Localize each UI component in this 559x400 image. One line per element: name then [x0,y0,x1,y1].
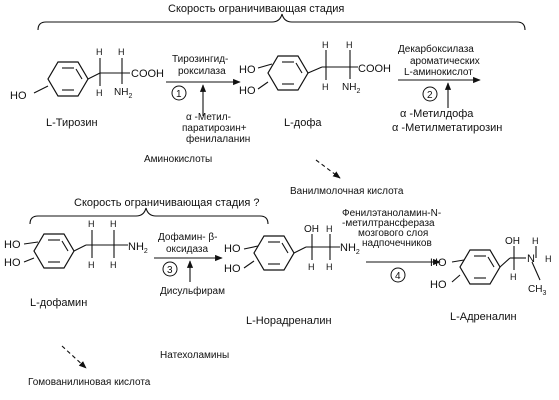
dopa-h1: H [322,40,329,50]
inhibitor2-line2: α -Метилметатирозин [392,122,502,134]
group-label-amino-acids: Аминокислоты [144,154,212,165]
adrenaline-label: L-Адреналин [450,311,517,323]
noradrenaline-h2: H [308,262,315,272]
tyrosine-h2: H [96,88,103,98]
dopa-cooh: COOH [358,63,391,75]
enzyme1-line2: роксилаза [178,66,226,77]
enzyme4-line1: Фенилэтаноламин-N- [342,208,441,219]
hva-arrow [61,345,87,369]
noradrenaline-oh: OH [304,224,319,235]
adrenaline-ch3: CH3 [528,284,546,297]
enzyme4-line2: -метилтрансфераза [342,217,435,229]
tyrosine-molecule [33,58,130,97]
tyrosine-h1: H [96,47,103,57]
step1-number: 1 [176,89,182,100]
adrenaline-h3: H [545,254,552,264]
dopamine-h3: H [110,219,117,229]
tyrosine-h3: H [118,47,125,57]
vma-arrow [315,159,341,179]
dopamine-h1: H [88,219,95,229]
enzyme4-line3: мозгового слоя [358,228,428,239]
dopa-label: L-дофа [284,117,322,129]
enzyme3-line2: оксидаза [166,244,209,255]
noradrenaline-molecule [243,234,340,271]
step2-circle [422,86,438,102]
tyrosine-label: L-Тирозин [46,117,98,129]
step2-number: 2 [427,90,433,101]
enzyme1-line1: Тирозингид- [172,54,228,65]
noradrenaline-label: L-Норадреналин [246,315,332,327]
middle-brace [29,207,269,225]
dopa-h2: H [322,82,329,92]
dopamine-h2: H [88,260,95,270]
adrenaline-h1: H [532,236,539,246]
step4-circle [390,267,406,283]
dopa-nh2: NH2 [342,82,360,95]
tyrosine-ho: HO [10,90,27,102]
dopamine-h4: H [110,260,117,270]
group-label-catecholamines: Натехоламины [160,350,229,361]
brace-label-top: Скорость ограничивающая стадия [168,3,344,15]
enzyme4-line4: надпочечников [362,238,432,249]
dopa-ho1: HO [239,64,256,76]
dopamine-label: L-дофамин [30,297,87,309]
metabolite-vanillylmandelic: Ванилмолочная кислота [290,186,404,197]
adrenaline-n: N [527,253,535,265]
adrenaline-h2: H [510,272,517,282]
tyrosine-nh2: NH2 [114,87,132,100]
dopamine-ho1: HO [4,239,21,251]
noradrenaline-nh2: NH2 [340,242,360,256]
step3-number: 3 [167,265,173,276]
inhibitor1-line1: α -Метил- [186,112,231,123]
step3-circle [162,261,178,277]
tyrosine-cooh: COOH [131,68,164,80]
noradrenaline-ho1: HO [224,243,241,255]
enzyme2-line1: Декарбоксилаза [398,43,474,55]
dopamine-nh2: NH2 [128,241,148,255]
enzyme2-line3: L-аминокислот [404,67,473,78]
step4-number: 4 [395,271,401,282]
inhibitor1-line3: фенилаланин [186,133,250,145]
noradrenaline-ho2: HO [224,263,241,275]
dopa-h3: H [346,40,353,50]
inhibitor3-label: Дисульфирам [160,285,225,297]
inhibitor2-line1: α -Метилдофа [400,108,474,120]
adrenaline-molecule [451,246,541,285]
metabolite-homovanillic: Гомованилиновая кислота [28,377,151,388]
brace-label-middle: Скорость ограничивающая стадия ? [74,197,260,209]
step1-circle [171,85,187,101]
dopamine-ho2: HO [4,257,21,269]
dopamine-molecule [23,230,128,269]
adrenaline-oh: OH [505,236,520,247]
inhibitor1-line2: паратирозин+ [182,123,247,134]
adrenaline-ho2: HO [430,279,447,291]
noradrenaline-h3: H [326,262,333,272]
adrenaline-ho1: HO [430,257,447,269]
top-brace [37,13,526,31]
enzyme3-line1: Дофамин- β- [158,231,217,243]
dopa-ho2: HO [239,85,256,97]
enzyme2-line2: ароматических [410,56,480,67]
dopa-molecule [257,50,358,91]
noradrenaline-h1: H [326,224,333,234]
